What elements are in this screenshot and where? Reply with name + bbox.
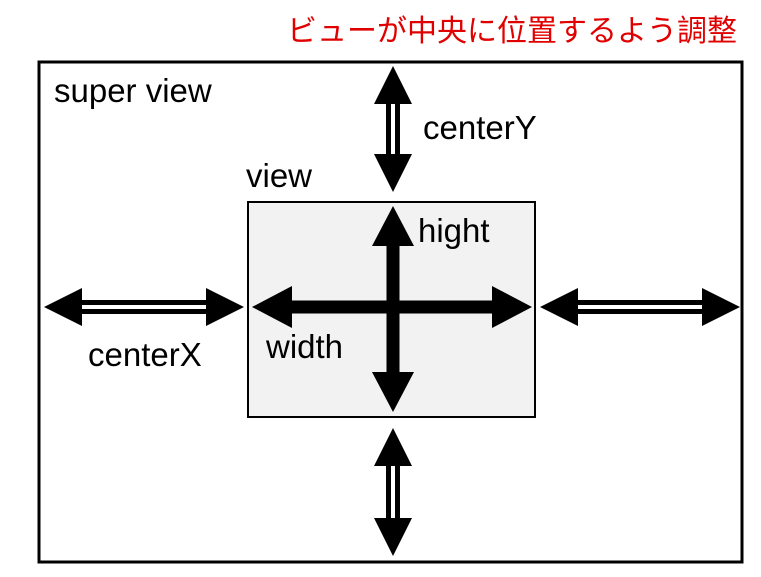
width-label: width	[265, 328, 343, 365]
height-arrow	[372, 206, 414, 412]
center-x-label: centerX	[88, 336, 202, 373]
center-y-arrow-top	[374, 66, 412, 192]
center-x-arrow-left	[44, 288, 244, 326]
center-y-label: centerY	[423, 109, 537, 146]
diagram-title: ビューが中央に位置するよう調整	[287, 14, 737, 49]
super-view-label: super view	[54, 72, 212, 109]
view-label: view	[246, 157, 312, 194]
center-x-arrow-right	[540, 288, 740, 326]
center-y-arrow-bottom	[374, 428, 412, 556]
height-label: hight	[418, 212, 490, 249]
